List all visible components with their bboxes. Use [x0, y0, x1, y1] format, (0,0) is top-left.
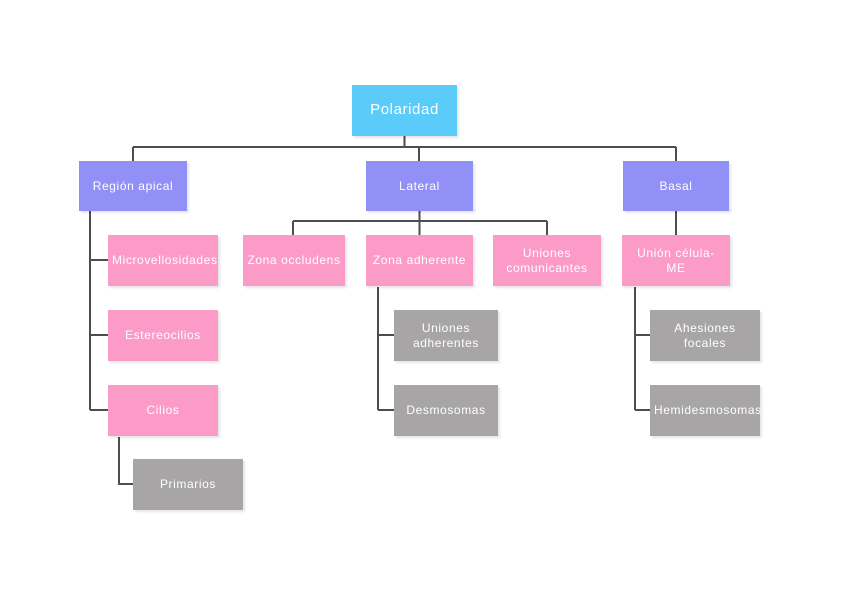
- node-label: Lateral: [399, 178, 440, 193]
- node-uniones-adherentes[interactable]: Uniones adherentes: [394, 310, 498, 361]
- node-union-celula-me[interactable]: Unión célula- ME: [622, 235, 730, 286]
- node-microvellosidades[interactable]: Microvellosidades: [108, 235, 218, 286]
- node-label: Zona occludens: [247, 253, 341, 267]
- node-ahesiones-focales[interactable]: Ahesiones focales: [650, 310, 760, 361]
- node-label: Unión célula- ME: [637, 245, 715, 275]
- node-zona-occludens[interactable]: Zona occludens: [243, 235, 345, 286]
- node-label: Microvellosidades: [112, 253, 218, 267]
- node-label: Zona adherente: [372, 253, 467, 267]
- node-label: Primarios: [159, 477, 217, 491]
- node-label: Uniones comunicantes: [506, 245, 588, 275]
- node-label: Ahesiones focales: [674, 320, 736, 350]
- node-polaridad[interactable]: Polaridad: [352, 85, 457, 136]
- node-cilios[interactable]: Cilios: [108, 385, 218, 436]
- node-label: Región apical: [92, 178, 174, 193]
- node-estereocilios[interactable]: Estereocilios: [108, 310, 218, 361]
- node-label: Cilios: [146, 403, 180, 417]
- node-desmosomas[interactable]: Desmosomas: [394, 385, 498, 436]
- edge-cilios-to-primarios: [118, 437, 133, 485]
- node-label: Hemidesmosomas: [654, 403, 762, 417]
- node-basal[interactable]: Basal: [623, 161, 729, 211]
- node-region-apical[interactable]: Región apical: [79, 161, 187, 211]
- node-zona-adherente[interactable]: Zona adherente: [366, 235, 473, 286]
- node-label: Estereocilios: [125, 328, 201, 342]
- node-label: Basal: [659, 178, 693, 193]
- node-uniones-comunicantes[interactable]: Uniones comunicantes: [493, 235, 601, 286]
- node-label: Polaridad: [370, 101, 439, 119]
- node-lateral[interactable]: Lateral: [366, 161, 473, 211]
- node-label: Uniones adherentes: [412, 320, 480, 350]
- node-label: Desmosomas: [406, 403, 486, 417]
- node-primarios[interactable]: Primarios: [133, 459, 243, 510]
- node-hemidesmosomas[interactable]: Hemidesmosomas: [650, 385, 762, 436]
